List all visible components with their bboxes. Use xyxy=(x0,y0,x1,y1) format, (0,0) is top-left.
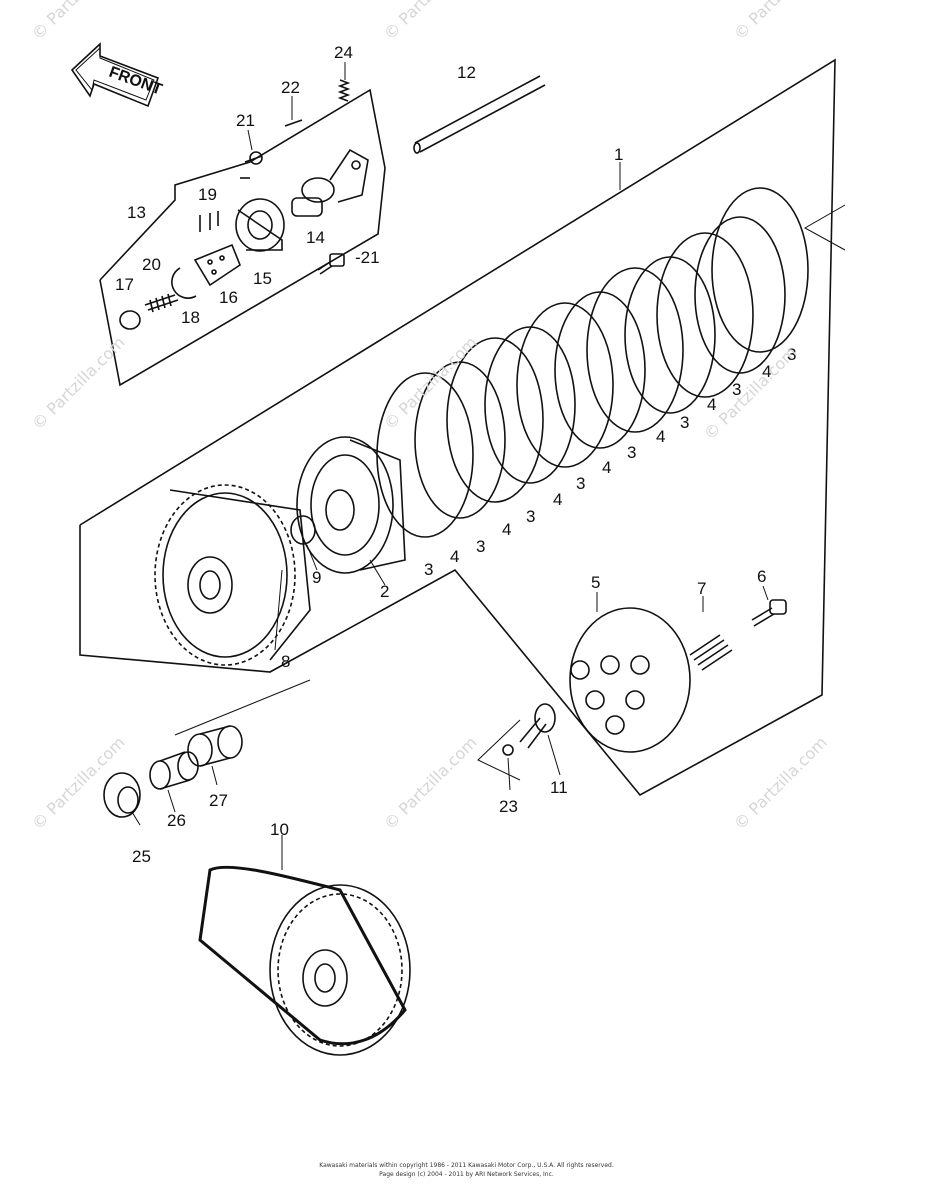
clutch-housing xyxy=(154,484,311,666)
needle-bearing xyxy=(187,725,243,767)
callout-numbers: 1 2 3 3 3 3 3 3 3 3 4 4 4 4 4 4 4 5 6 7 … xyxy=(115,43,796,866)
locknut xyxy=(119,310,141,330)
footer-copyright: Kawasaki materials within copyright 1986… xyxy=(319,1162,614,1169)
callout-13: 13 xyxy=(127,203,146,222)
callout-27: 27 xyxy=(209,791,228,810)
callout-19: 19 xyxy=(198,185,217,204)
callout-3: 3 xyxy=(424,560,433,579)
callout-21-lower: -21 xyxy=(355,248,380,267)
clutch-hub xyxy=(296,436,406,574)
callout-26: 26 xyxy=(167,811,186,830)
callout-7: 7 xyxy=(697,579,706,598)
callout-8: 8 xyxy=(281,652,290,671)
release-housing xyxy=(235,198,285,252)
thrust-washer xyxy=(290,515,316,545)
spring-small xyxy=(337,79,351,102)
callout-3: 3 xyxy=(787,345,796,364)
callout-3: 3 xyxy=(732,380,741,399)
callout-23: 23 xyxy=(499,797,518,816)
clutch-spring xyxy=(689,634,733,671)
release-group-outline xyxy=(99,88,386,387)
callout-3: 3 xyxy=(576,474,585,493)
callout-3: 3 xyxy=(680,413,689,432)
leader-lines xyxy=(131,62,769,870)
clutch-group-outline xyxy=(79,58,836,797)
callout-20: 20 xyxy=(142,255,161,274)
pusher xyxy=(519,703,556,749)
release-lever xyxy=(291,148,369,217)
primary-chain-assembly xyxy=(198,865,411,1056)
callout-2: 2 xyxy=(380,582,389,601)
callout-4: 4 xyxy=(707,395,716,414)
footer-page-design: Page design (c) 2004 - 2011 by ARI Netwo… xyxy=(379,1171,554,1178)
spring-bolt xyxy=(751,599,787,627)
callout-4: 4 xyxy=(762,362,771,381)
callout-17: 17 xyxy=(115,275,134,294)
adjust-screw xyxy=(144,293,179,313)
callout-3: 3 xyxy=(526,507,535,526)
callout-4: 4 xyxy=(656,427,665,446)
steel-ball xyxy=(502,744,514,756)
callout-10: 10 xyxy=(270,820,289,839)
circlip xyxy=(171,267,197,299)
callout-4: 4 xyxy=(450,547,459,566)
callout-1: 1 xyxy=(614,145,623,164)
callout-4: 4 xyxy=(602,458,611,477)
callout-12: 12 xyxy=(457,63,476,82)
front-arrow-icon xyxy=(70,42,160,108)
callout-21: 21 xyxy=(236,111,255,130)
callout-5: 5 xyxy=(591,573,600,592)
callout-14: 14 xyxy=(306,228,325,247)
cam-plate xyxy=(193,211,241,287)
callout-11: 11 xyxy=(550,778,568,797)
collar-sleeve xyxy=(103,772,141,818)
callout-3: 3 xyxy=(476,537,485,556)
callout-9: 9 xyxy=(312,568,321,587)
callout-3: 3 xyxy=(627,443,636,462)
callout-15: 15 xyxy=(253,269,272,288)
clutch-plates xyxy=(376,187,809,538)
callout-4: 4 xyxy=(502,520,511,539)
bolt-lower xyxy=(317,253,345,275)
callout-24: 24 xyxy=(334,43,353,62)
callout-25: 25 xyxy=(132,847,151,866)
pressure-plate xyxy=(569,607,691,753)
callout-4: 4 xyxy=(553,490,562,509)
callout-16: 16 xyxy=(219,288,238,307)
pushrod xyxy=(413,75,546,154)
callout-22: 22 xyxy=(281,78,300,97)
callout-6: 6 xyxy=(757,567,766,586)
callout-18: 18 xyxy=(181,308,200,327)
bushing xyxy=(149,751,199,790)
